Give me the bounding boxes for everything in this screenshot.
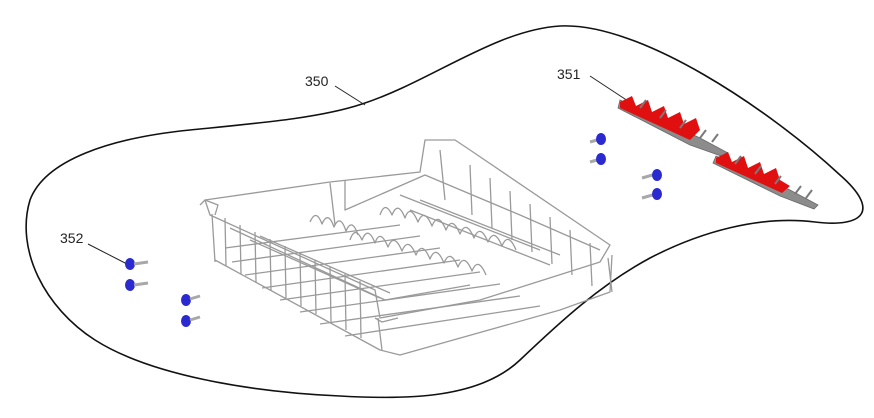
roller-5 xyxy=(125,258,149,270)
roller-1 xyxy=(589,133,606,145)
callout-351: 351 xyxy=(557,66,581,82)
tine-row-lower xyxy=(712,152,819,210)
leader-line-352 xyxy=(87,243,128,265)
roller-8 xyxy=(181,315,201,327)
roller-7 xyxy=(181,294,201,306)
roller-4 xyxy=(641,188,662,200)
roller-2 xyxy=(589,153,606,165)
leader-line-350 xyxy=(334,85,366,106)
roller-3 xyxy=(641,169,662,181)
roller-6 xyxy=(125,279,149,291)
roller-set-left xyxy=(125,258,201,327)
roller-set-right xyxy=(589,133,662,200)
assembly-boundary xyxy=(25,25,864,399)
tine-row-upper xyxy=(617,96,729,158)
dish-rack xyxy=(199,139,613,356)
leader-line-351 xyxy=(589,75,629,102)
callout-350: 350 xyxy=(305,73,329,89)
callout-352: 352 xyxy=(60,230,84,246)
